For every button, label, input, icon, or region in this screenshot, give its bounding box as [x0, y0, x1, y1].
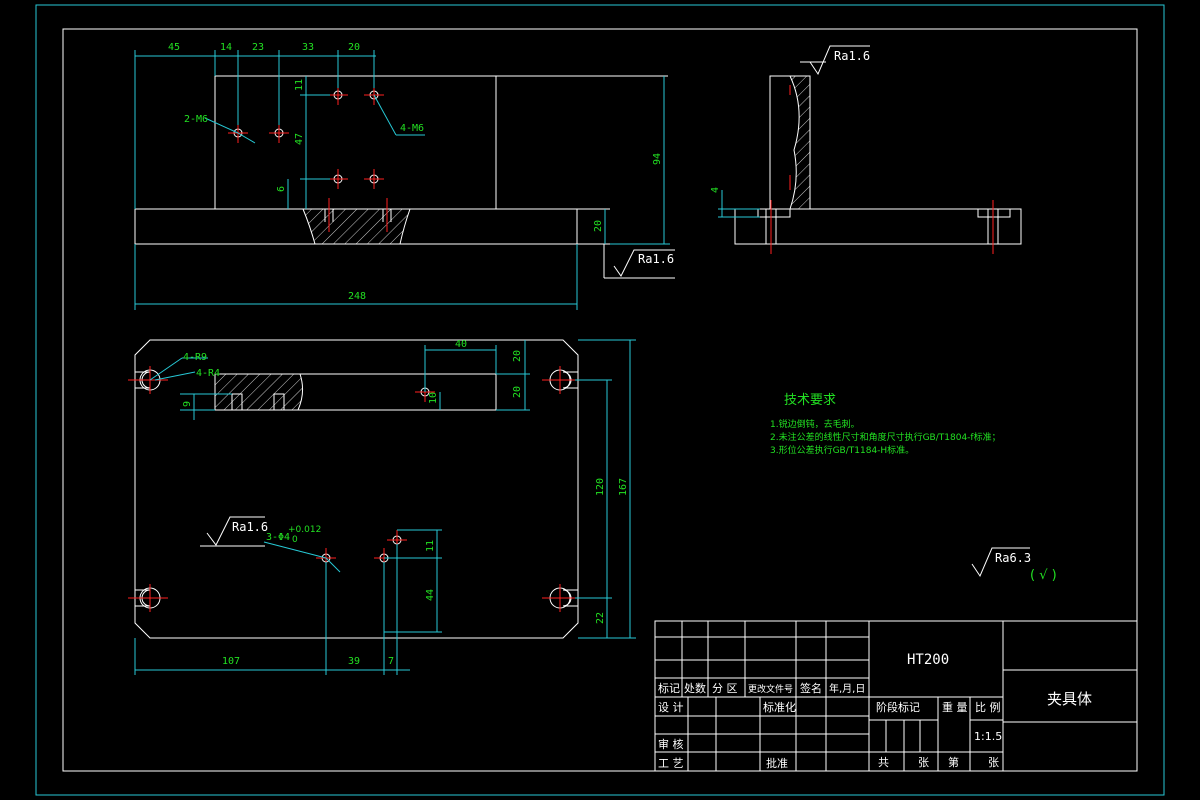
label-approve: 批准	[766, 756, 788, 770]
top-view: 20 20 120 167 22 40 10 9 4-R9 4-R4 11 44	[128, 339, 636, 675]
roughness-text: Ra1.6	[834, 49, 870, 63]
pin-tolerance-low: 0	[292, 535, 298, 545]
hdr-date: 年,月,日	[829, 682, 865, 695]
title-block: 标记 处数 分 区 更改文件号 签名 年,月,日 设 计 标准化 审 核 工 艺…	[654, 620, 1138, 772]
dim-47: 47	[294, 133, 305, 145]
label-ratio: 比 例	[975, 700, 1001, 714]
label-2-m6: 2-M6	[184, 114, 208, 125]
pin-tolerance: +0.012	[288, 525, 321, 535]
roughness-text: Ra1.6	[638, 252, 674, 266]
plate-outline	[134, 339, 579, 639]
roughness-paren: ( √ )	[1030, 568, 1057, 583]
tech-requirements: 技术要求 1.锐边倒钝，去毛刺。 2.未注公差的线性尺寸和角度尺寸执行GB/T1…	[770, 393, 1001, 456]
label-page-unit: 张	[988, 756, 999, 769]
tech-title: 技术要求	[784, 393, 836, 408]
dim-9: 9	[182, 401, 193, 407]
hole	[269, 123, 289, 143]
dim-40: 40	[455, 339, 467, 350]
dim-6: 6	[276, 186, 287, 192]
slot	[542, 366, 580, 394]
dim-20-base: 20	[593, 220, 604, 232]
hole	[328, 169, 348, 189]
label-pin: 3-Φ4	[266, 532, 290, 543]
hole	[328, 85, 348, 105]
label-4-r4: 4-R4	[196, 368, 220, 379]
dim-11: 11	[294, 79, 305, 91]
tech-item: 2.未注公差的线性尺寸和角度尺寸执行GB/T1804-f标准；	[770, 431, 1001, 443]
label-standardize: 标准化	[763, 700, 796, 714]
dim-94: 94	[652, 153, 663, 165]
roughness-text: Ra6.3	[995, 551, 1031, 565]
label-stage-mark: 阶段标记	[876, 700, 920, 714]
dim-22: 22	[595, 612, 606, 624]
dim-11-pin: 11	[425, 540, 436, 552]
label-design: 设 计	[658, 701, 684, 714]
hole	[364, 169, 384, 189]
slot	[128, 366, 168, 394]
dim-20: 20	[348, 42, 360, 53]
scale: 1:1.5	[974, 730, 1002, 743]
general-roughness: Ra6.3 ( √ )	[971, 547, 1057, 583]
roughness-symbol: Ra1.6	[200, 516, 268, 547]
label-sheet: 张	[918, 756, 929, 769]
hdr-count: 处数	[684, 682, 706, 695]
label-page: 第	[948, 755, 959, 769]
dim-44: 44	[425, 589, 436, 601]
section-hatch	[303, 209, 410, 244]
inner-frame	[62, 28, 1138, 772]
label-total: 共	[878, 756, 889, 769]
front-view: 45 14 23 33 20 11 47 6 94 20 248 2-M6 4-…	[134, 42, 675, 310]
tech-item: 3.形位公差执行GB/T1184-H标准。	[770, 444, 914, 456]
label-4-r9: 4-R9	[183, 352, 207, 363]
part-name: 夹具体	[1047, 690, 1092, 708]
dim-248: 248	[348, 291, 366, 302]
label-process: 工 艺	[658, 757, 684, 770]
hdr-change-doc: 更改文件号	[748, 683, 793, 695]
dim-4: 4	[710, 187, 721, 193]
hdr-mark: 标记	[658, 681, 680, 695]
material: HT200	[907, 652, 949, 668]
side-view: 4 Ra1.6	[710, 45, 1022, 254]
dim-10: 10	[428, 392, 439, 404]
upright-plate	[214, 75, 497, 210]
label-4-m6: 4-M6	[400, 123, 424, 134]
hdr-sign: 签名	[800, 681, 822, 695]
dim-20-b: 20	[512, 386, 523, 398]
dim-167: 167	[618, 478, 629, 496]
dim-7: 7	[388, 656, 394, 667]
dim-107: 107	[222, 656, 240, 667]
side-base	[734, 208, 1022, 245]
slot	[128, 584, 168, 612]
tech-item: 1.锐边倒钝，去毛刺。	[770, 418, 860, 430]
dim-33: 33	[302, 42, 314, 53]
roughness-symbol: Ra1.6	[800, 45, 870, 76]
hdr-zone: 分 区	[712, 682, 738, 695]
roughness-text: Ra1.6	[232, 520, 268, 534]
dim-120: 120	[595, 478, 606, 496]
slot	[542, 584, 580, 612]
roughness-symbol: Ra1.6	[603, 244, 675, 279]
dim-23: 23	[252, 42, 264, 53]
dim-45: 45	[168, 42, 180, 53]
outer-frame	[35, 4, 1165, 796]
label-weight: 重 量	[942, 700, 968, 714]
dim-39: 39	[348, 656, 360, 667]
dim-14: 14	[220, 42, 232, 53]
label-review: 审 核	[658, 737, 684, 751]
dim-20-a: 20	[512, 350, 523, 362]
